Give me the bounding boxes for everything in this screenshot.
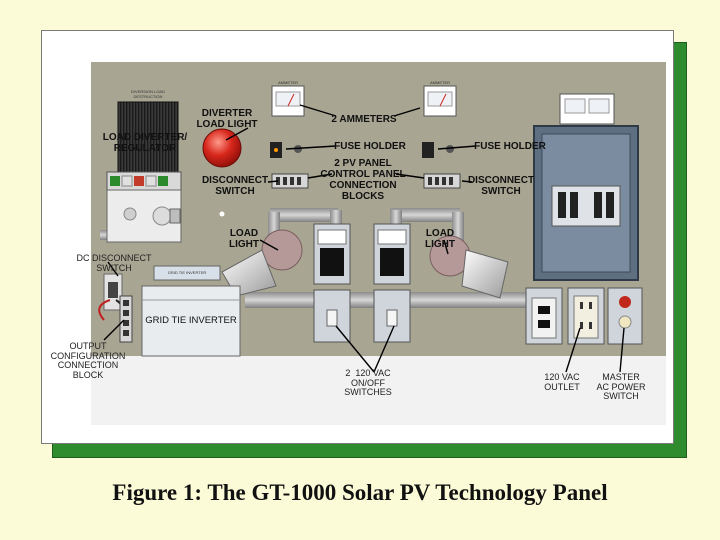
panel-bottom-strip — [91, 356, 666, 425]
meter-box-right — [373, 223, 411, 285]
label-load-diverter-regulator: LOAD DIVERTER/ REGULATOR — [102, 132, 188, 154]
fuse-holder-right-device — [422, 142, 454, 158]
ammeter-left-small-label: AMMETER — [278, 80, 298, 85]
switch-box-left — [313, 289, 351, 343]
load-diverter-regulator — [106, 101, 182, 243]
bottom-device-boxes — [525, 287, 643, 345]
label-diverter-load-light: DIVERTER LOAD LIGHT — [196, 108, 258, 130]
dc-disconnect-device — [98, 273, 126, 323]
label-fuse-holder-left: FUSE HOLDER — [334, 141, 406, 152]
figure-caption: Figure 1: The GT-1000 Solar PV Technolog… — [112, 480, 608, 505]
label-grid-tie-inverter: GRID TIE INVERTER — [145, 315, 237, 326]
label-disconnect-switch-left: DISCONNECT SWITCH — [201, 175, 269, 197]
grid-tie-inverter-device — [119, 265, 241, 357]
label-vac-switches: 2 120 VAC ON/OFF SWITCHES — [344, 368, 392, 397]
pv-connection-block-right — [423, 173, 461, 189]
label-master-power-switch: MASTER AC POWER SWITCH — [596, 372, 646, 401]
label-load-light-left: LOAD LIGHT — [229, 228, 259, 250]
label-vac-outlet: 120 VAC OUTLET — [544, 372, 580, 392]
label-disconnect-switch-right: DISCONNECT SWITCH — [467, 175, 535, 197]
label-pv-panel-blocks: 2 PV PANEL CONTROL PANEL CONNECTION BLOC… — [320, 158, 406, 202]
switch-box-right — [373, 289, 411, 343]
indicator-dot — [219, 211, 225, 217]
label-load-light-right: LOAD LIGHT — [425, 228, 455, 250]
label-output-config-block: OUTPUT CONFIGURATION CONNECTION BLOCK — [50, 341, 126, 380]
ammeter-right — [423, 85, 457, 117]
meter-box-left — [313, 223, 351, 285]
grid-tie-small-label: GRID TIE INVERTER — [167, 270, 207, 275]
load-light-right-fixture — [429, 235, 509, 299]
label-two-ammeters: 2 AMMETERS — [331, 114, 397, 125]
fuse-indicator — [274, 148, 278, 152]
breaker-box — [533, 93, 639, 281]
diversion-load-small-label: DIVERSION LOAD DESTRUCTION — [130, 89, 165, 99]
ammeter-right-small-label: AMMETER — [430, 80, 450, 85]
ammeter-left — [271, 85, 305, 117]
label-dc-disconnect-switch: DC DISCONNECT SWITCH — [76, 253, 152, 273]
leader-lines — [103, 104, 625, 373]
diverter-load-light — [202, 128, 242, 168]
label-fuse-holder-right: FUSE HOLDER — [474, 141, 546, 152]
